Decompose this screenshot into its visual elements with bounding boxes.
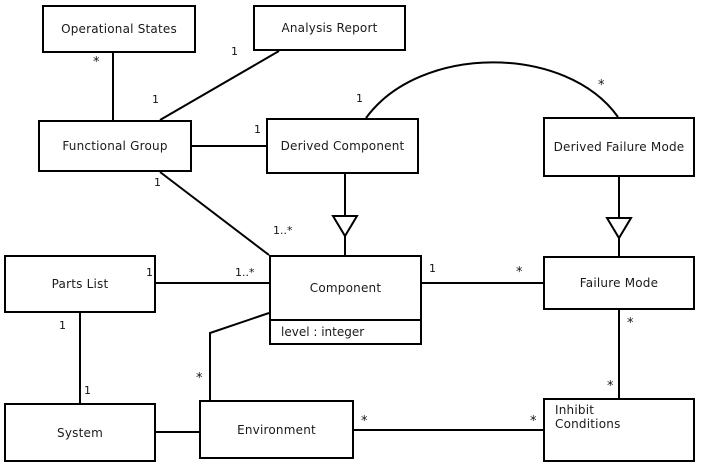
- multiplicity-dc-dfm-star: *: [598, 78, 605, 93]
- class-name-system: System: [57, 425, 103, 440]
- multiplicity-fg-component-1star: 1..*: [273, 224, 293, 237]
- edge-functional-group-to-component: [159, 171, 270, 256]
- multiplicity-env-inhibit-star-b: *: [530, 414, 537, 429]
- class-name-functional-group: Functional Group: [62, 139, 168, 153]
- multiplicity-env-inhibit-star: *: [361, 414, 368, 429]
- multiplicity-fm-inhibit-star: *: [627, 316, 634, 331]
- generalization-arrow-derived-component-to-component: [331, 215, 359, 238]
- class-derived-component[interactable]: Derived Component: [266, 118, 419, 174]
- class-name-environment: Environment: [237, 422, 316, 437]
- class-analysis-report[interactable]: Analysis Report: [253, 5, 406, 51]
- multiplicity-fg-component-1: 1: [154, 176, 161, 189]
- multiplicity-partslist-system-1: 1: [59, 319, 66, 332]
- generalization-arrow-derived-failure-mode-to-failure-mode: [605, 217, 633, 240]
- edge-derived-component-to-derived-failure-mode: [365, 61, 619, 119]
- class-inhibit-conditions[interactable]: Inhibit Conditions: [543, 398, 695, 462]
- edge-environment-to-component: [209, 312, 270, 400]
- class-operational-states[interactable]: Operational States: [42, 5, 196, 53]
- class-derived-failure-mode[interactable]: Derived Failure Mode: [543, 117, 695, 177]
- multiplicity-opstates-fg-star: *: [93, 55, 100, 70]
- class-environment[interactable]: Environment: [199, 400, 354, 459]
- class-system[interactable]: System: [4, 403, 156, 462]
- multiplicity-fg-analysis-1: 1: [231, 45, 238, 58]
- class-name-parts-list: Parts List: [51, 277, 109, 291]
- multiplicity-fm-inhibit-star-b: *: [607, 379, 614, 394]
- edge-functional-group-to-analysis-report: [159, 50, 280, 121]
- class-name-derived-component: Derived Component: [280, 139, 405, 153]
- multiplicity-component-fm-star: *: [516, 265, 523, 280]
- multiplicity-dc-dfm-1: 1: [356, 92, 363, 105]
- multiplicity-partslist-system-1b: 1: [84, 384, 91, 397]
- multiplicity-component-fm-1: 1: [429, 262, 436, 275]
- multiplicity-fg-dc-1: 1: [254, 123, 261, 136]
- class-name-component: Component: [309, 281, 382, 295]
- class-failure-mode[interactable]: Failure Mode: [543, 256, 695, 310]
- class-component[interactable]: Component level : integer: [269, 255, 422, 345]
- class-name-failure-mode: Failure Mode: [579, 276, 659, 290]
- class-functional-group[interactable]: Functional Group: [38, 120, 192, 172]
- multiplicity-env-component-star: *: [196, 371, 203, 386]
- class-name-derived-failure-mode: Derived Failure Mode: [553, 140, 685, 154]
- class-attribute-component-level: level : integer: [271, 319, 420, 343]
- class-name-operational-states: Operational States: [61, 22, 177, 36]
- multiplicity-partslist-component-1: 1: [146, 266, 153, 279]
- class-parts-list[interactable]: Parts List: [4, 255, 156, 313]
- class-name-inhibit-conditions: Inhibit Conditions: [555, 403, 621, 431]
- class-name-analysis-report: Analysis Report: [281, 21, 378, 35]
- multiplicity-fg-analysis-1b: 1: [152, 93, 159, 106]
- multiplicity-partslist-component-1s: 1..*: [235, 266, 255, 279]
